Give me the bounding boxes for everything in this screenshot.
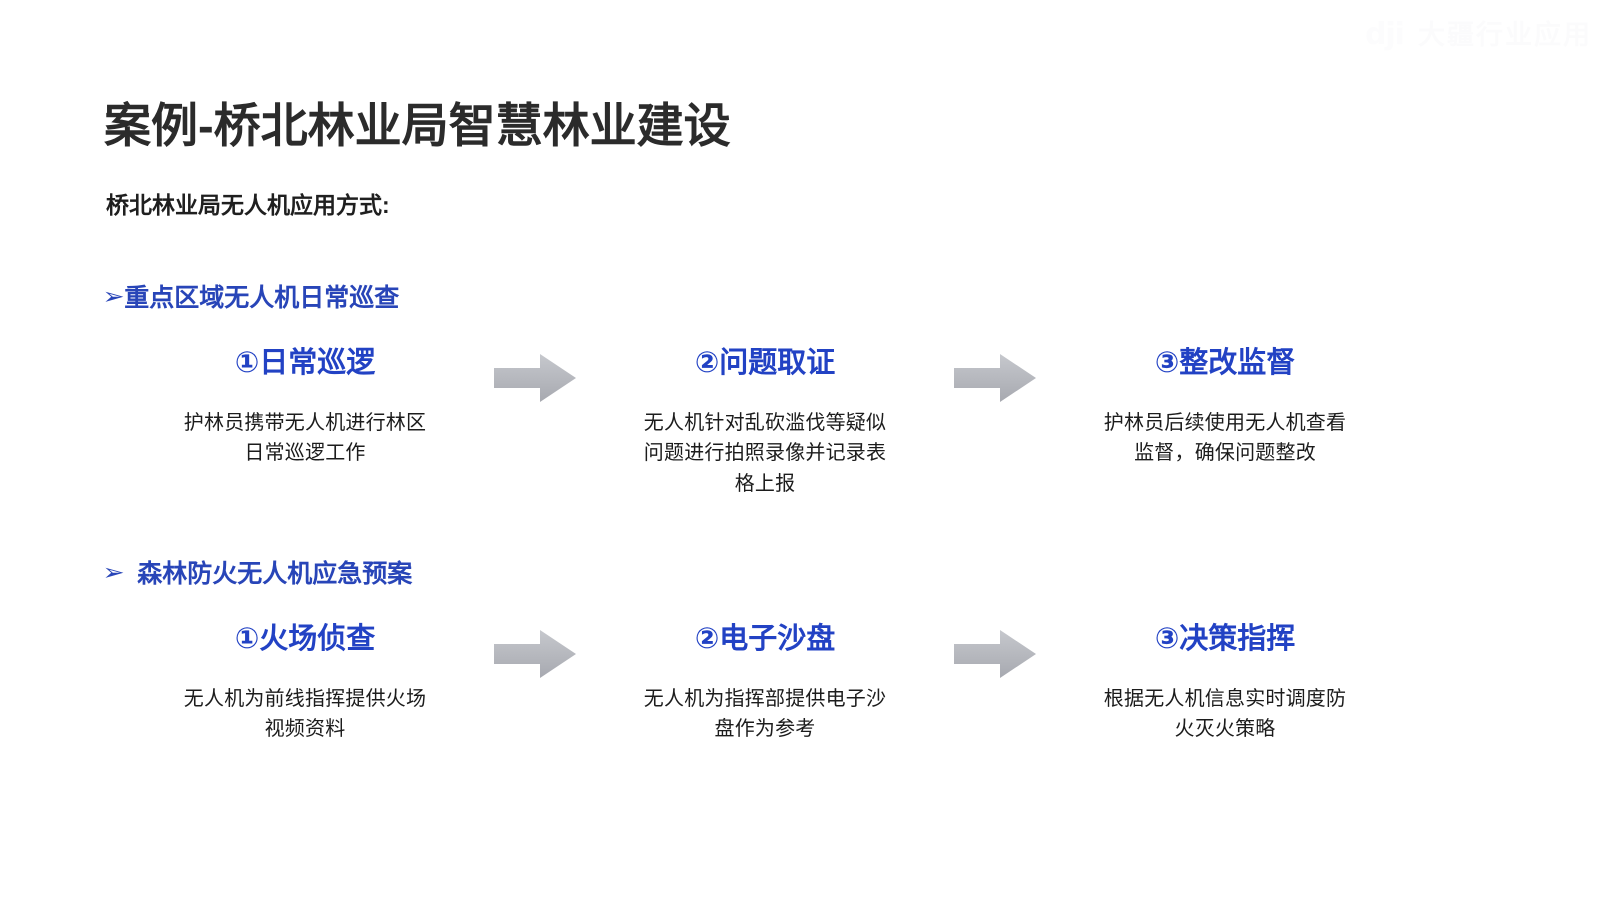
step-title: ③决策指挥: [1154, 623, 1296, 655]
flow-step-2-1: ①火场侦查 无人机为前线指挥提供火场视频资料: [130, 623, 480, 745]
flow-arrow-right-icon: [940, 348, 1050, 402]
section-header-1: ➢ 重点区域无人机日常巡查: [102, 278, 400, 314]
section-label-1: 重点区域无人机日常巡查: [124, 284, 400, 312]
step-title: ①火场侦查: [234, 623, 376, 655]
flow-arrow-right-icon: [480, 624, 590, 678]
step-title: ②电子沙盘: [694, 623, 836, 655]
step-title: ①日常巡逻: [234, 347, 376, 379]
step-description: 护林员后续使用无人机查看监督，确保问题整改: [1103, 411, 1347, 465]
flow-arrow-right-icon: [480, 348, 590, 402]
step-title: ③整改监督: [1154, 347, 1296, 379]
flow-row-1: ①日常巡逻 护林员携带无人机进行林区日常巡逻工作 ②问题取证 无人机针对乱砍滥伐…: [130, 347, 1480, 499]
flow-step-2-2: ②电子沙盘 无人机为指挥部提供电子沙盘作为参考: [590, 623, 940, 745]
arrow-bullet-icon: ➢: [102, 558, 125, 585]
step-title: ②问题取证: [694, 347, 836, 379]
flow-step-1-2: ②问题取证 无人机针对乱砍滥伐等疑似问题进行拍照录像并记录表格上报: [590, 347, 940, 499]
step-description: 护林员携带无人机进行林区日常巡逻工作: [183, 411, 427, 465]
step-description: 无人机为前线指挥提供火场视频资料: [183, 687, 427, 741]
flow-step-1-1: ①日常巡逻 护林员携带无人机进行林区日常巡逻工作: [130, 347, 480, 469]
flow-step-2-3: ③决策指挥 根据无人机信息实时调度防火灭火策略: [1050, 623, 1400, 745]
page-subtitle: 桥北林业局无人机应用方式:: [106, 192, 390, 218]
step-description: 无人机为指挥部提供电子沙盘作为参考: [643, 687, 887, 741]
step-description: 无人机针对乱砍滥伐等疑似问题进行拍照录像并记录表格上报: [643, 411, 887, 495]
arrow-bullet-icon: ➢: [102, 282, 125, 309]
section-label-2: 森林防火无人机应急预案: [137, 560, 413, 588]
flow-step-1-3: ③整改监督 护林员后续使用无人机查看监督，确保问题整改: [1050, 347, 1400, 469]
step-description: 根据无人机信息实时调度防火灭火策略: [1103, 687, 1347, 741]
section-header-2: ➢ 森林防火无人机应急预案: [102, 554, 413, 590]
page-title: 案例-桥北林业局智慧林业建设: [104, 99, 731, 152]
flow-row-2: ①火场侦查 无人机为前线指挥提供火场视频资料 ②电子沙盘 无人机为指挥部提供电子…: [130, 623, 1480, 745]
flow-arrow-right-icon: [940, 624, 1050, 678]
